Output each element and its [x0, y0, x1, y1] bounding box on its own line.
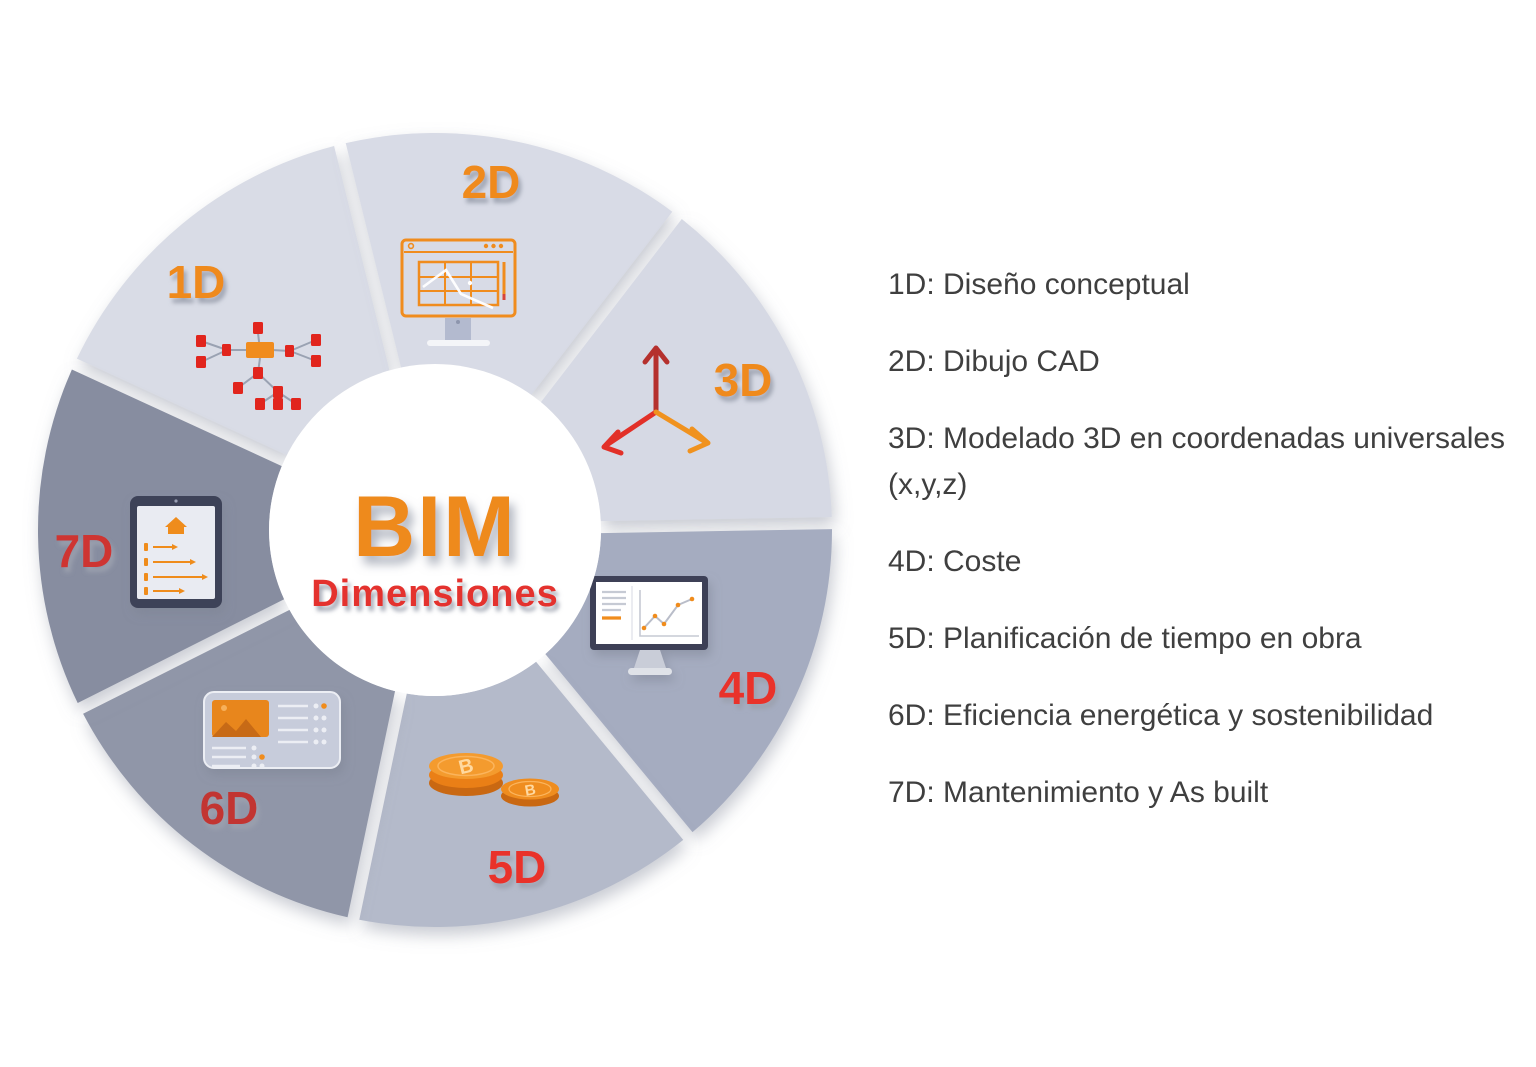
maintenance-tablet-icon — [130, 496, 222, 608]
legend-item-4d: 4D: Coste — [888, 545, 1022, 578]
legend-item-3d: 3D: Modelado 3D en coordenadas universal… — [888, 422, 1506, 501]
legend: 1D: Diseño conceptual 2D: Dibujo CAD 3D:… — [888, 262, 1528, 847]
bim-wheel: B B — [38, 132, 832, 927]
4d-label: 4D — [719, 662, 778, 714]
cost-chart-monitor-icon — [590, 576, 708, 675]
3d-sector — [540, 219, 832, 522]
wheel-subtitle: Dimensiones — [311, 573, 559, 615]
sustainability-card-icon — [203, 691, 341, 769]
1d-sector — [76, 146, 390, 456]
7d-label: 7D — [55, 525, 114, 577]
svg-text:B: B — [523, 781, 537, 800]
svg-text:B: B — [457, 755, 476, 780]
2d-label: 2D — [462, 156, 521, 208]
wheel-center-circle — [269, 364, 601, 696]
6d-label: 6D — [200, 782, 259, 834]
legend-item-5d: 5D: Planificación de tiempo en obra — [888, 622, 1362, 655]
legend-item-7d: 7D: Mantenimiento y As built — [888, 776, 1269, 809]
5d-label: 5D — [488, 841, 547, 893]
wheel-sector-labels: 1D 2D 3D 4D 5D 6D 7D — [55, 156, 778, 893]
network-diagram-icon — [196, 322, 321, 410]
3d-label: 3D — [714, 354, 773, 406]
bitcoin-coins-icon: B B — [429, 753, 559, 807]
legend-item-6d: 6D: Eficiencia energética y sostenibilid… — [888, 699, 1434, 732]
2d-sector — [345, 132, 673, 395]
legend-item-1d: 1D: Diseño conceptual — [888, 268, 1190, 301]
1d-label: 1D — [167, 256, 226, 308]
cad-monitor-icon — [400, 238, 517, 346]
legend-item-2d: 2D: Dibujo CAD — [888, 345, 1100, 378]
xyz-axes-icon — [601, 345, 711, 456]
wheel-title: BIM — [353, 479, 517, 575]
